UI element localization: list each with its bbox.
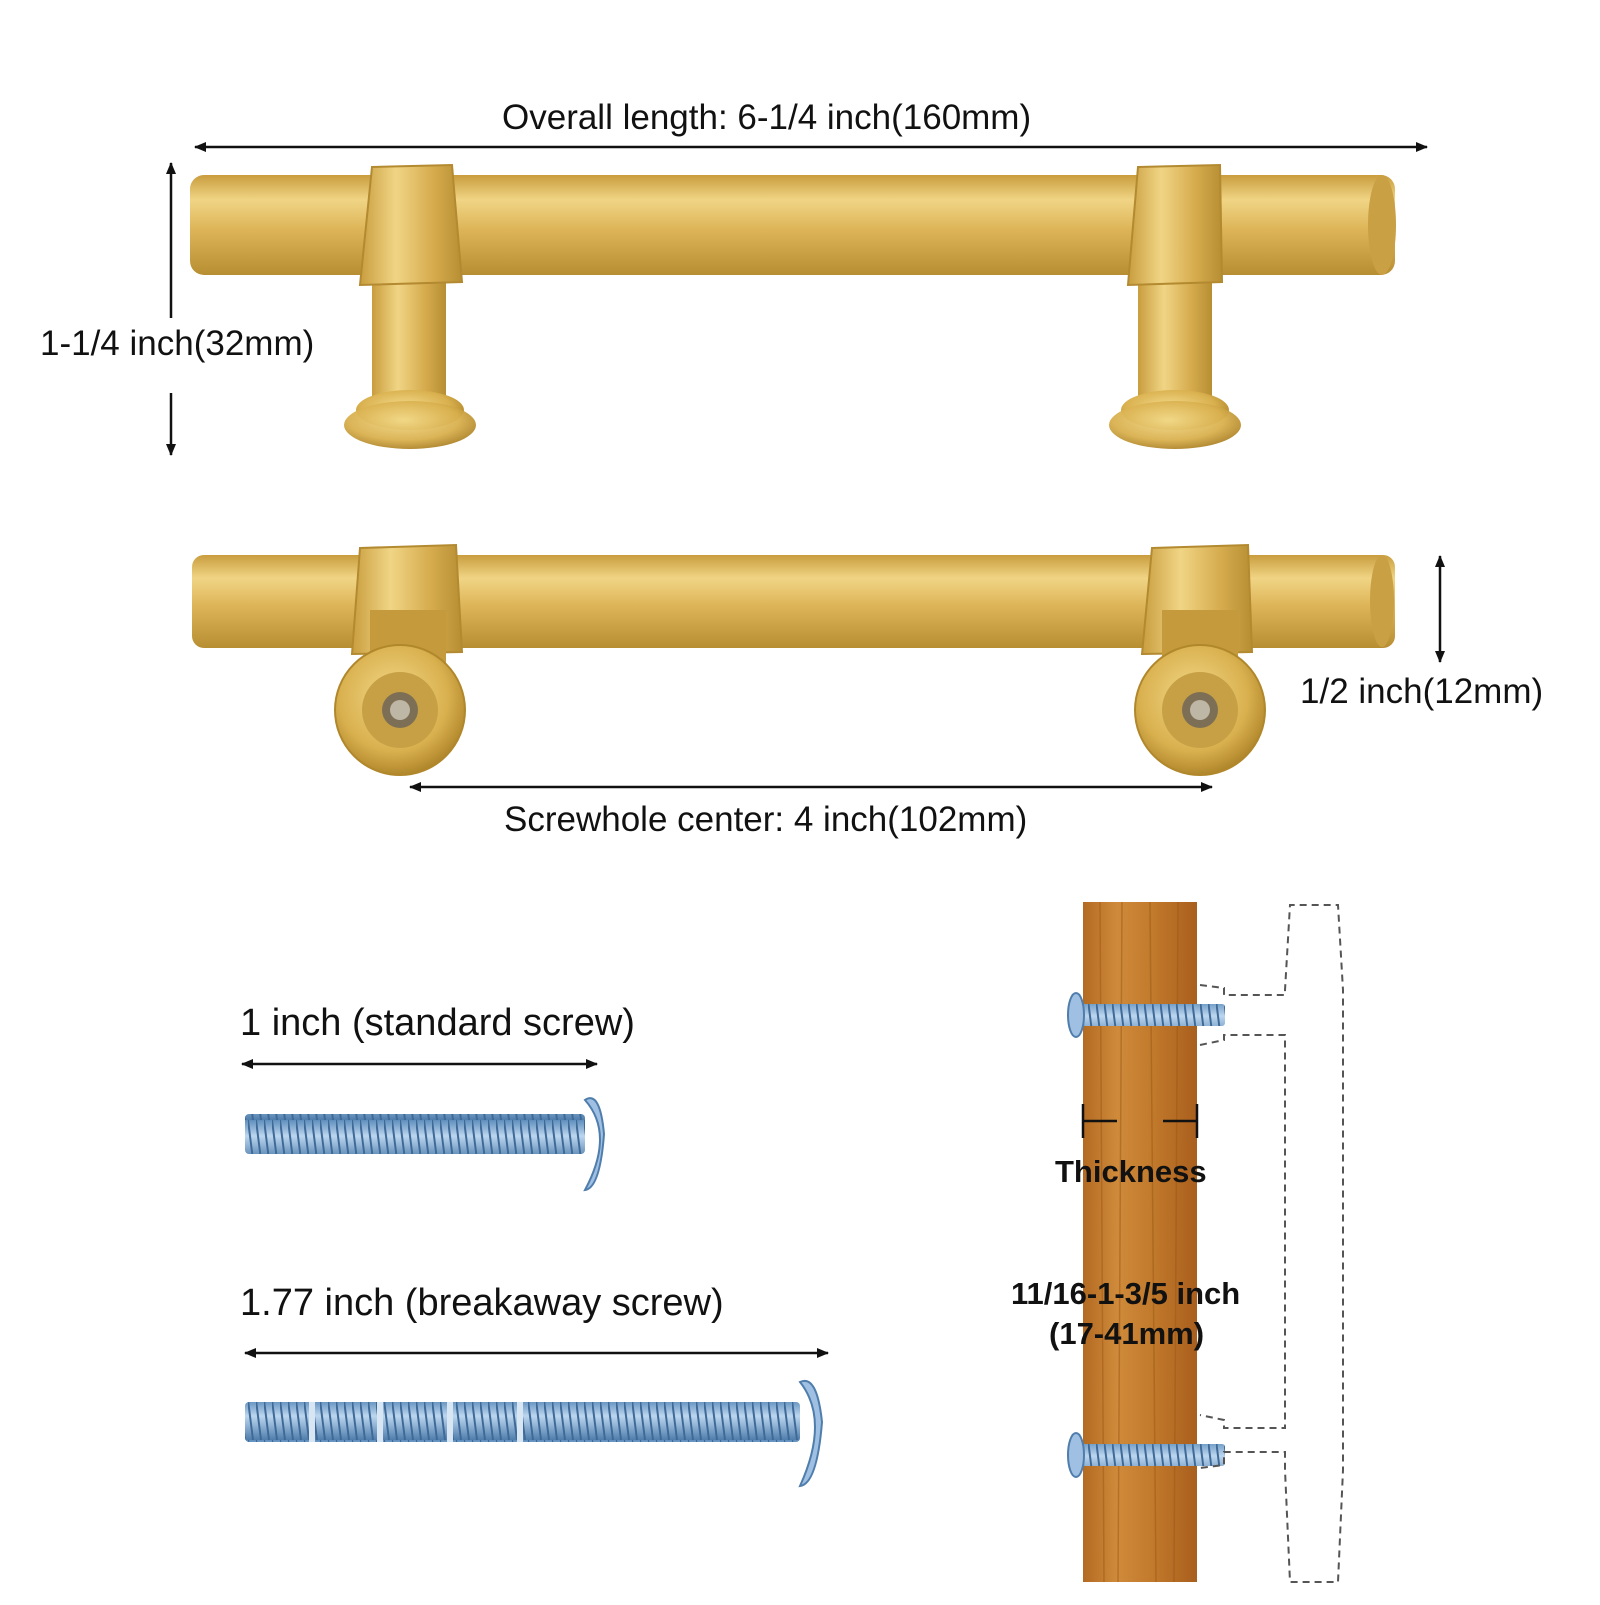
diameter-label: 1/2 inch(12mm) (1300, 672, 1544, 711)
cabinet-door-section (1067, 901, 1225, 1583)
standard-screw (245, 1097, 606, 1192)
dimension-lines (166, 142, 1445, 1358)
handle-side-view (190, 163, 1396, 449)
standard-screw-label: 1 inch (standard screw) (240, 1002, 635, 1044)
height-label: 1-1/4 inch(32mm) (40, 324, 315, 363)
handle-bottom-view (192, 543, 1395, 776)
thickness-label: Thickness (1055, 1154, 1207, 1189)
thickness-range-line2: (17-41mm) (1049, 1316, 1205, 1351)
screwhole-center-label: Screwhole center: 4 inch(102mm) (504, 800, 1028, 839)
breakaway-screw (245, 1379, 824, 1488)
thickness-range-line1: 11/16-1-3/5 inch (1011, 1276, 1241, 1311)
handle-outline-dashed (1199, 904, 1344, 1583)
breakaway-screw-label: 1.77 inch (breakaway screw) (240, 1282, 724, 1324)
overall-length-label: Overall length: 6-1/4 inch(160mm) (502, 98, 1032, 137)
